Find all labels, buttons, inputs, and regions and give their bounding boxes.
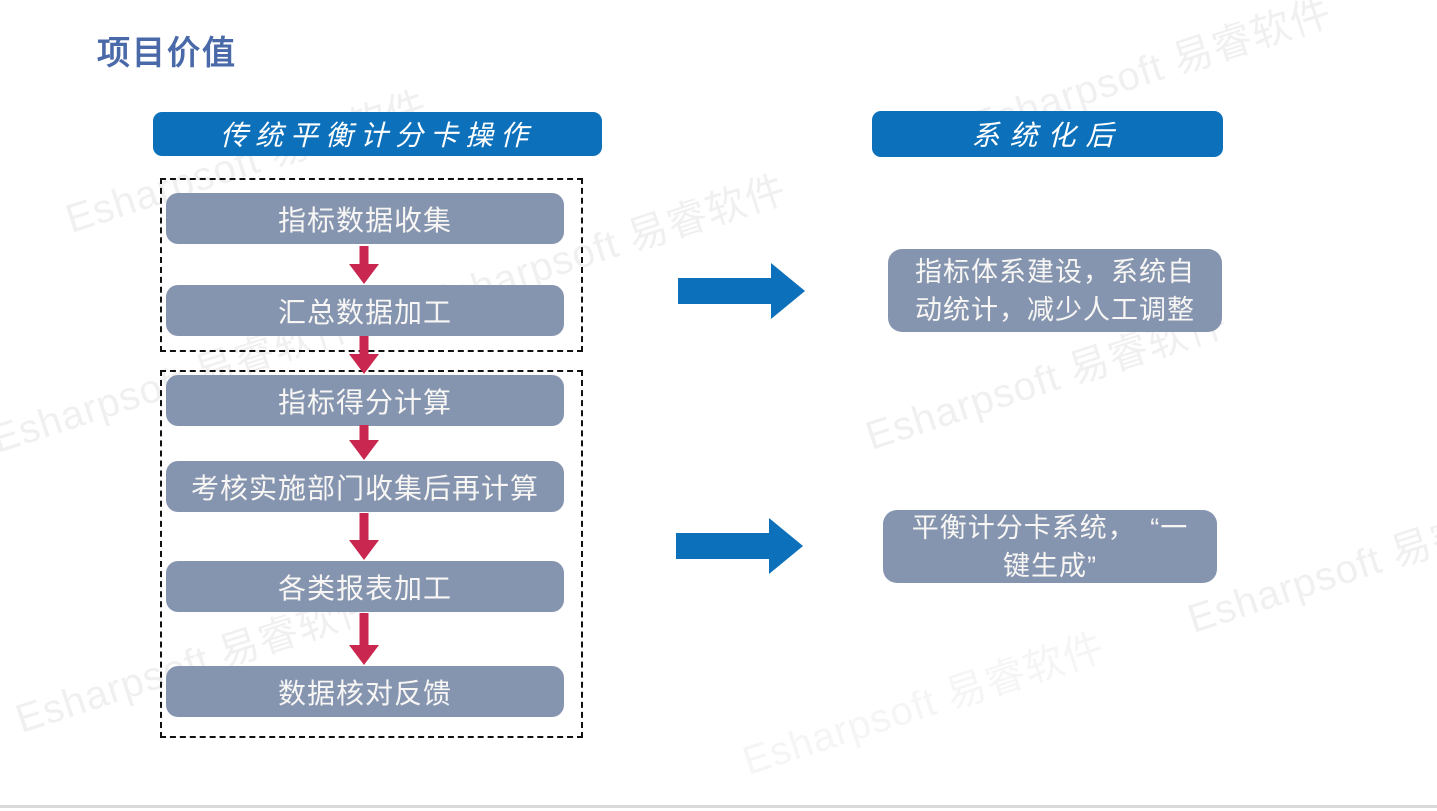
right-arrow-icon xyxy=(676,518,803,574)
dashed-group-1 xyxy=(160,178,583,352)
dashed-group-2 xyxy=(160,370,583,738)
bottom-divider xyxy=(0,805,1437,808)
result-box-indicator-system: 指标体系建设，系统自 动统计，减少人工调整 xyxy=(888,249,1222,332)
down-arrow-icon xyxy=(349,513,379,560)
flow-step-collect-data: 指标数据收集 xyxy=(166,193,564,244)
flow-step-score-calc: 指标得分计算 xyxy=(166,375,564,426)
result-line: 动统计，减少人工调整 xyxy=(915,294,1195,325)
down-arrow-icon xyxy=(349,425,379,460)
down-arrow-icon xyxy=(349,336,379,374)
flow-step-report-processing: 各类报表加工 xyxy=(166,561,564,612)
watermark-text: Esharpsoft 易睿软件 xyxy=(737,625,1110,784)
flow-step-data-check-feedback: 数据核对反馈 xyxy=(166,666,564,717)
result-box-one-click: 平衡计分卡系统， “一 键生成” xyxy=(883,510,1217,583)
page-title: 项目价值 xyxy=(97,34,237,71)
right-column-header: 系统化后 xyxy=(872,111,1223,157)
flow-step-aggregate-data: 汇总数据加工 xyxy=(166,285,564,336)
flow-step-dept-recalc: 考核实施部门收集后再计算 xyxy=(166,461,564,512)
left-column-header: 传统平衡计分卡操作 xyxy=(153,112,602,156)
down-arrow-icon xyxy=(349,246,379,284)
result-line: 指标体系建设，系统自 xyxy=(915,256,1195,287)
watermark-text: Esharpsoft 易睿软件 xyxy=(1182,483,1437,642)
result-line: 平衡计分卡系统， “一 xyxy=(911,512,1189,543)
right-arrow-icon xyxy=(678,263,805,319)
down-arrow-icon xyxy=(349,613,379,665)
result-line: 键生成” xyxy=(1003,550,1097,581)
